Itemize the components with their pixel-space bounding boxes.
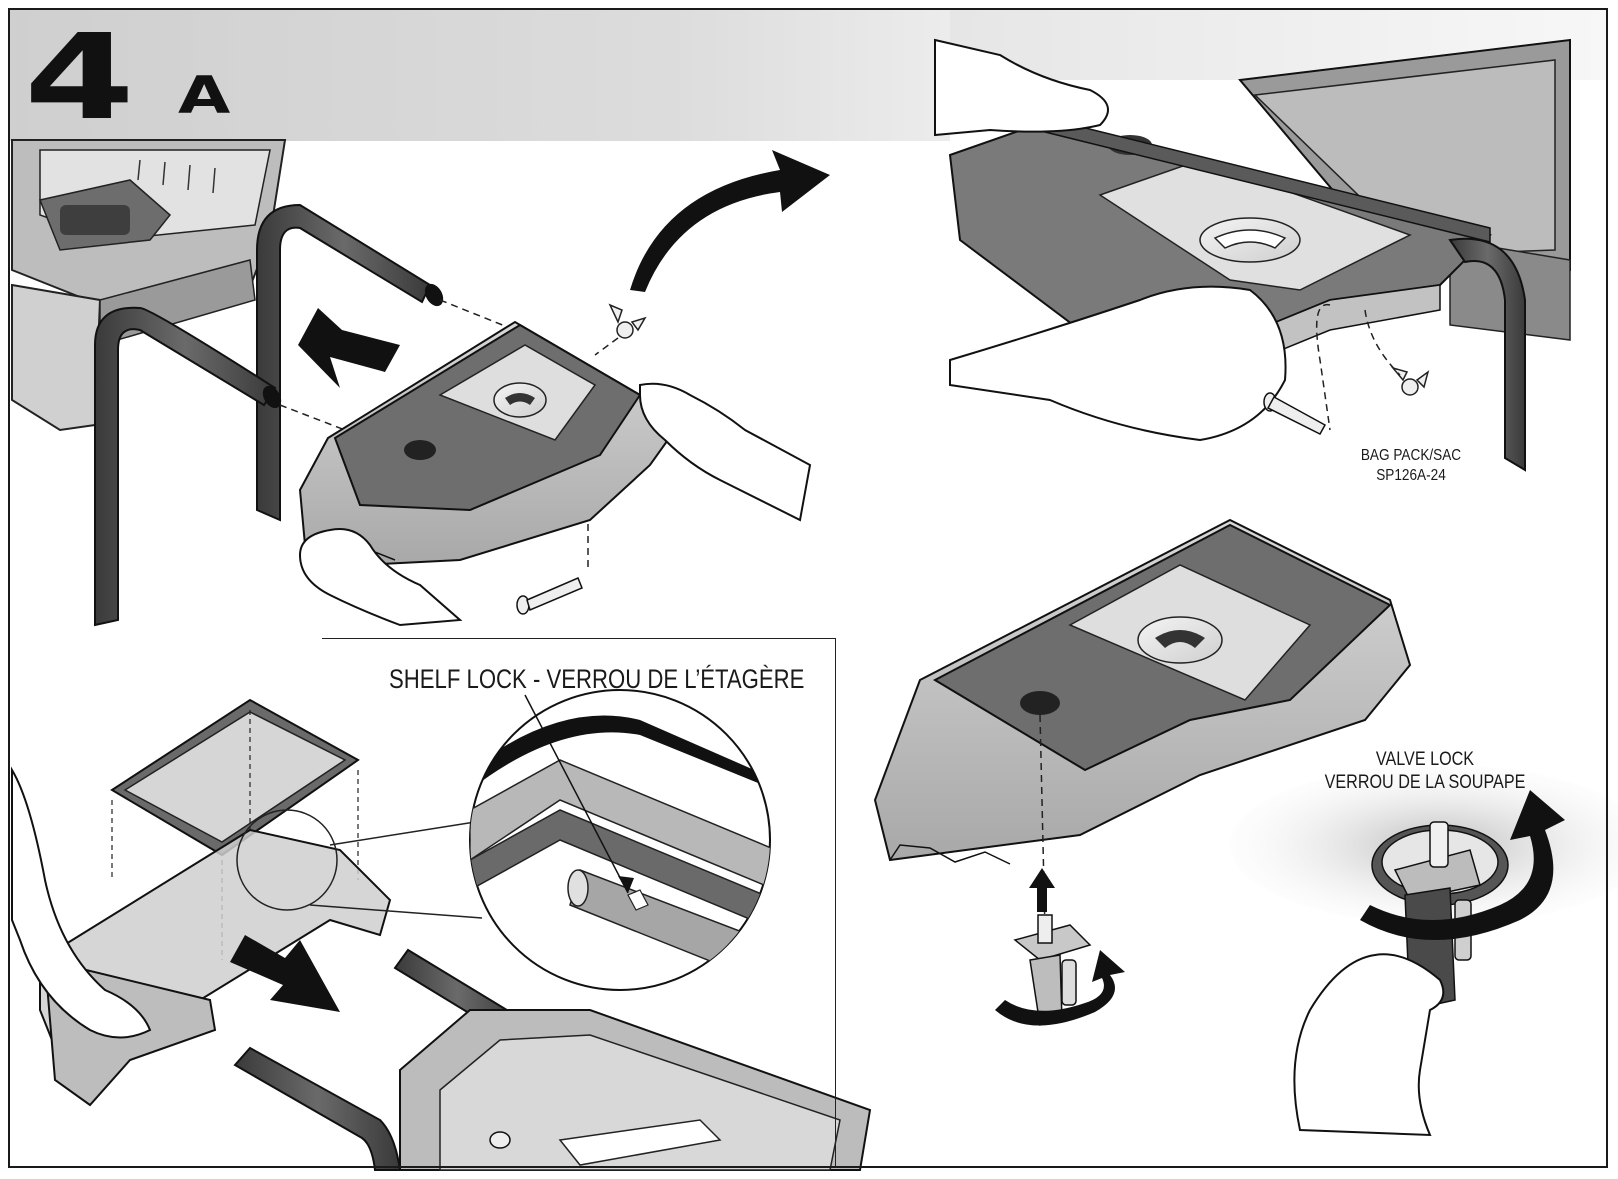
wing-nut	[608, 303, 647, 339]
shelf-lock-leader	[524, 694, 629, 894]
bag-pack-line1: BAG PACK/SAC	[1360, 447, 1462, 464]
detail-circle-small	[236, 809, 338, 911]
alignment-guides-top-right	[1315, 303, 1401, 431]
inset-frame	[322, 638, 836, 1168]
shelf-lock-label: SHELF LOCK - VERROU DE L’ÉTAGÈRE	[389, 664, 805, 694]
side-shelf-middle-right	[873, 518, 1412, 865]
grill-body-top-left	[11, 139, 287, 432]
header-band	[10, 10, 950, 141]
bolt-top-right	[1263, 392, 1327, 435]
valve-lock-label: VALVE LOCK VERROU DE LA SOUPAPE	[1319, 748, 1532, 794]
hand-top-right-lower	[949, 285, 1287, 442]
rotate-arrow-icon	[995, 950, 1125, 1026]
page-frame	[8, 8, 1608, 1168]
side-shelf-top-left	[298, 320, 677, 567]
valve-lock-line1: VALVE LOCK	[1375, 749, 1475, 770]
leg-tube-front	[94, 306, 282, 627]
step-number: 4	[24, 8, 135, 146]
hand-left	[298, 528, 463, 627]
push-arrow-icon	[298, 308, 400, 388]
leg-tube-top-right	[1448, 237, 1526, 472]
valve-assembly	[1013, 914, 1092, 1026]
pull-arrow-icon	[230, 935, 340, 1012]
grill-basin-bottom	[399, 1009, 872, 1171]
bag-pack-line2: SP126A-24	[1376, 467, 1446, 484]
alignment-guides	[279, 299, 619, 570]
rotate-arrow-large-icon	[1360, 790, 1565, 940]
step-letter: A	[178, 66, 231, 126]
curved-arrow-icon	[630, 150, 830, 292]
shelf-insert	[110, 698, 360, 857]
bolt-top-left	[516, 577, 583, 615]
bag-pack-label: BAG PACK/SAC SP126A-24	[1347, 446, 1475, 486]
hand-right	[639, 382, 812, 522]
valve-lock-line2: VERROU DE LA SOUPAPE	[1324, 772, 1526, 793]
leg-tube-rear	[256, 203, 444, 522]
hand-bottom-left	[11, 766, 152, 1039]
hand-valve	[1293, 953, 1445, 1137]
hand-top-right-upper	[934, 38, 1109, 137]
magnifier-lens	[469, 689, 771, 991]
up-arrow-icon	[1029, 868, 1055, 912]
